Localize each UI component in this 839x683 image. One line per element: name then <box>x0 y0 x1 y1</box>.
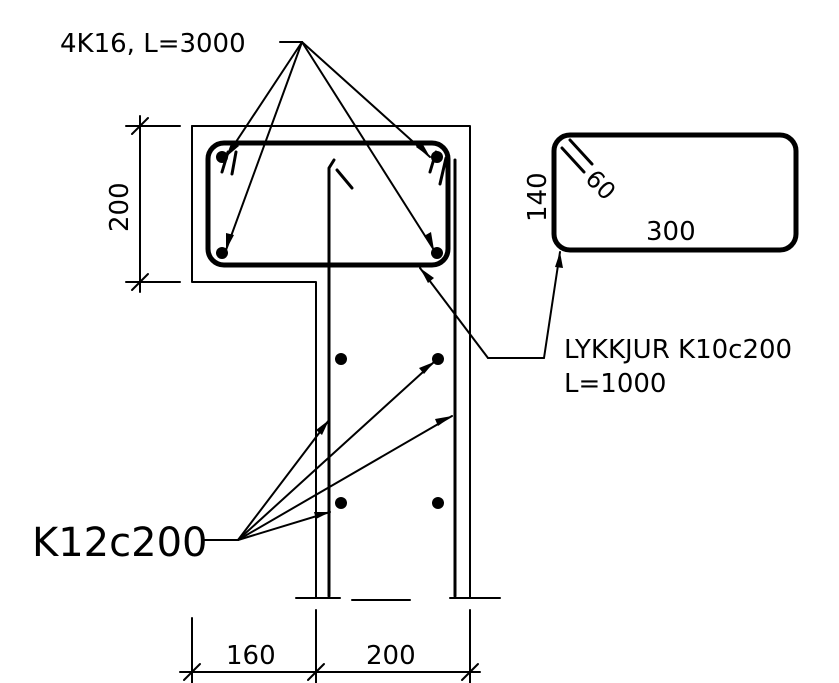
wall-bar-dots <box>335 353 444 509</box>
bend-height-value: 140 <box>523 172 553 222</box>
top-bar-dots <box>216 151 443 259</box>
left-width-value: 160 <box>226 641 276 671</box>
bar-dot <box>216 151 228 163</box>
wall-bars-lines <box>327 158 457 601</box>
stirrup-leader <box>419 251 563 359</box>
top-bars-label: 4K16, L=3000 <box>60 29 246 59</box>
bar-dot <box>432 497 444 509</box>
flange-height-dimension <box>125 115 181 293</box>
wall-bars-label: K12c200 <box>32 520 207 566</box>
bottom-width-dimension <box>179 609 481 683</box>
flange-stirrup <box>205 140 451 268</box>
flange-height-value: 200 <box>105 182 135 232</box>
stirrup-label-line1: LYKKJUR K10c200 <box>564 335 792 365</box>
concrete-outline <box>191 125 501 599</box>
bar-dot <box>431 151 443 163</box>
stirrup-detail <box>551 132 799 253</box>
bar-dot <box>335 497 347 509</box>
wall-width-value: 200 <box>366 641 416 671</box>
bar-dot <box>335 353 347 365</box>
top-bars-leader <box>225 41 435 251</box>
wall-bars-leader <box>203 361 453 541</box>
bend-width-value: 300 <box>646 217 696 247</box>
stirrup-label-line2: L=1000 <box>564 369 666 399</box>
bend-hook-value: 60 <box>580 164 621 205</box>
